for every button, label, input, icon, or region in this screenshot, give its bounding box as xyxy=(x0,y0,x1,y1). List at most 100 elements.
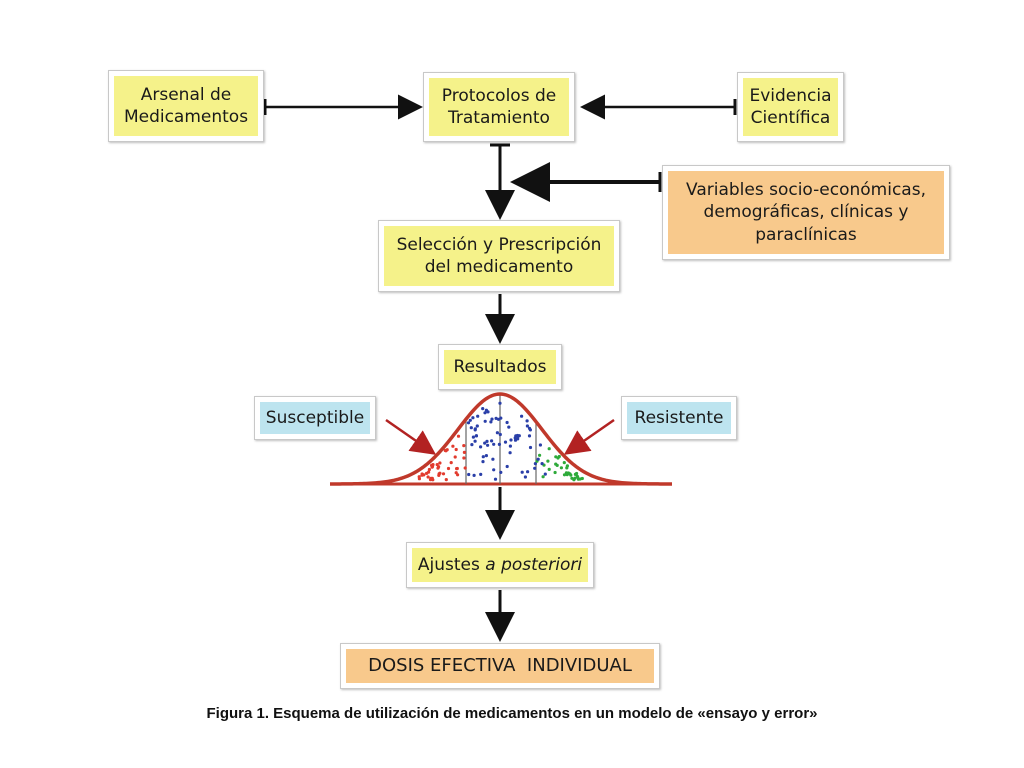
bell-curve-dot xyxy=(526,470,530,474)
bell-curve-dot xyxy=(453,455,457,459)
bell-curve-dot xyxy=(481,460,485,464)
arrow-protocolos-to-seleccion xyxy=(485,143,515,220)
arrow-evidencia-to-protocolos xyxy=(580,94,737,120)
node-resultados-fill: Resultados xyxy=(444,350,556,384)
bell-curve-dot xyxy=(444,478,448,482)
bell-curve-dot xyxy=(481,407,485,411)
bell-curve-dot xyxy=(525,424,530,428)
node-dosis-fill: DOSIS EFECTIVA INDIVIDUAL xyxy=(346,649,654,683)
bell-curve-dot xyxy=(463,466,467,470)
bell-curve-dot xyxy=(462,456,466,460)
bell-curve-dot xyxy=(517,434,521,438)
node-variables-line3: paraclínicas xyxy=(755,224,857,245)
bell-curve-dot xyxy=(497,442,501,446)
bell-curve-dot xyxy=(492,468,496,472)
bell-curve-dot xyxy=(536,457,540,461)
bell-curve-dot xyxy=(569,473,573,477)
bell-curve-dot xyxy=(441,472,446,476)
bell-curve-dot xyxy=(505,464,509,469)
bell-curve-dot xyxy=(494,416,498,420)
bell-curve-dot xyxy=(437,465,441,469)
node-evidencia-fill: Evidencia Científica xyxy=(743,78,838,136)
bell-curve-dot xyxy=(578,477,582,481)
bell-curve-dot xyxy=(446,466,451,471)
bell-curve-dot xyxy=(486,443,490,447)
bell-curve-dot xyxy=(454,447,458,452)
bell-curve-dot xyxy=(499,470,503,474)
bell-curve-dot xyxy=(479,445,483,449)
bell-curve-dot xyxy=(520,414,524,418)
bell-curve-dot xyxy=(443,448,447,453)
bell-curve-dot xyxy=(562,473,567,477)
bell-curve-dot xyxy=(456,434,461,438)
bell-curve-icon xyxy=(329,392,672,486)
bell-curve-dot xyxy=(473,428,477,432)
bell-curve-dot xyxy=(449,461,453,465)
arrow-resistente-pointer xyxy=(563,418,615,455)
node-seleccion: Selección y Prescripción del medicamento xyxy=(378,220,620,292)
bell-curve-dot xyxy=(508,451,512,455)
bell-curve-dot xyxy=(576,475,580,479)
node-evidencia-line1: Evidencia xyxy=(749,85,832,106)
bell-curve-dot xyxy=(573,476,577,480)
node-arsenal: Arsenal de Medicamentos xyxy=(108,70,264,142)
bell-curve-dot xyxy=(483,419,487,423)
node-resistente: Resistente xyxy=(621,396,737,440)
node-susceptible: Susceptible xyxy=(254,396,376,440)
node-arsenal-line1: Arsenal de xyxy=(140,84,232,105)
bell-curve-dot xyxy=(491,457,495,461)
bell-curve-dot xyxy=(462,450,466,454)
bell-curve-dot xyxy=(484,408,488,412)
bell-curve-dot xyxy=(466,421,471,425)
node-dosis: DOSIS EFECTIVA INDIVIDUAL xyxy=(340,643,660,689)
bell-curve-dot xyxy=(438,471,442,475)
bell-curve-dot xyxy=(565,464,570,468)
node-evidencia-line2: Científica xyxy=(750,108,831,128)
bell-curve-dot xyxy=(559,466,564,470)
bell-curve-dot xyxy=(525,419,529,423)
node-evidencia: Evidencia Científica xyxy=(737,72,844,142)
node-resultados: Resultados xyxy=(438,344,562,390)
bell-curve-dot xyxy=(469,426,473,430)
bell-curve-dot xyxy=(533,462,538,466)
arrow-arsenal-to-protocolos xyxy=(263,94,423,120)
node-resistente-fill: Resistente xyxy=(627,402,731,434)
bell-curve-dot xyxy=(553,470,557,475)
bell-curve-dot xyxy=(557,454,561,459)
bell-curve-dot xyxy=(527,434,532,438)
bell-curve-dot xyxy=(462,444,466,448)
bell-curve-dot xyxy=(430,476,434,480)
bell-curve-dot xyxy=(451,444,455,448)
bell-curve-dot xyxy=(490,417,494,421)
bell-curve-dot xyxy=(498,432,502,437)
bell-curve-dot xyxy=(547,447,551,451)
bell-curve-dot xyxy=(533,466,537,470)
arrow-susceptible-pointer xyxy=(385,418,437,455)
node-arsenal-fill: Arsenal de Medicamentos xyxy=(114,76,258,136)
bell-curve-dot xyxy=(503,440,508,444)
bell-curve-dot xyxy=(495,431,499,435)
bell-curve-dot xyxy=(493,477,498,481)
node-arsenal-line2: Medicamentos xyxy=(123,107,249,127)
bell-curve-dot xyxy=(468,418,472,422)
bell-curve-dot xyxy=(507,425,511,429)
bell-curve-dot xyxy=(541,475,545,479)
bell-curve-dot xyxy=(483,411,487,415)
node-susceptible-fill: Susceptible xyxy=(260,402,370,434)
bell-curve-dot xyxy=(485,439,489,443)
bell-curve-dot xyxy=(476,414,480,418)
bell-curve-dot xyxy=(483,441,487,445)
bell-curve-dot xyxy=(475,424,479,428)
bell-curve-dot xyxy=(554,455,558,459)
bell-curve-dot xyxy=(438,461,442,465)
bell-curve-dot xyxy=(455,467,459,471)
bell-curve-dot xyxy=(484,454,488,458)
bell-curve-dot xyxy=(470,443,474,447)
bell-curve-dot xyxy=(473,439,477,443)
node-variables-line1: Variables socio-económicas, xyxy=(686,180,926,201)
bell-curve-dot xyxy=(564,471,569,475)
bell-curve-dot xyxy=(425,471,429,475)
bell-curve-dot xyxy=(427,467,431,472)
